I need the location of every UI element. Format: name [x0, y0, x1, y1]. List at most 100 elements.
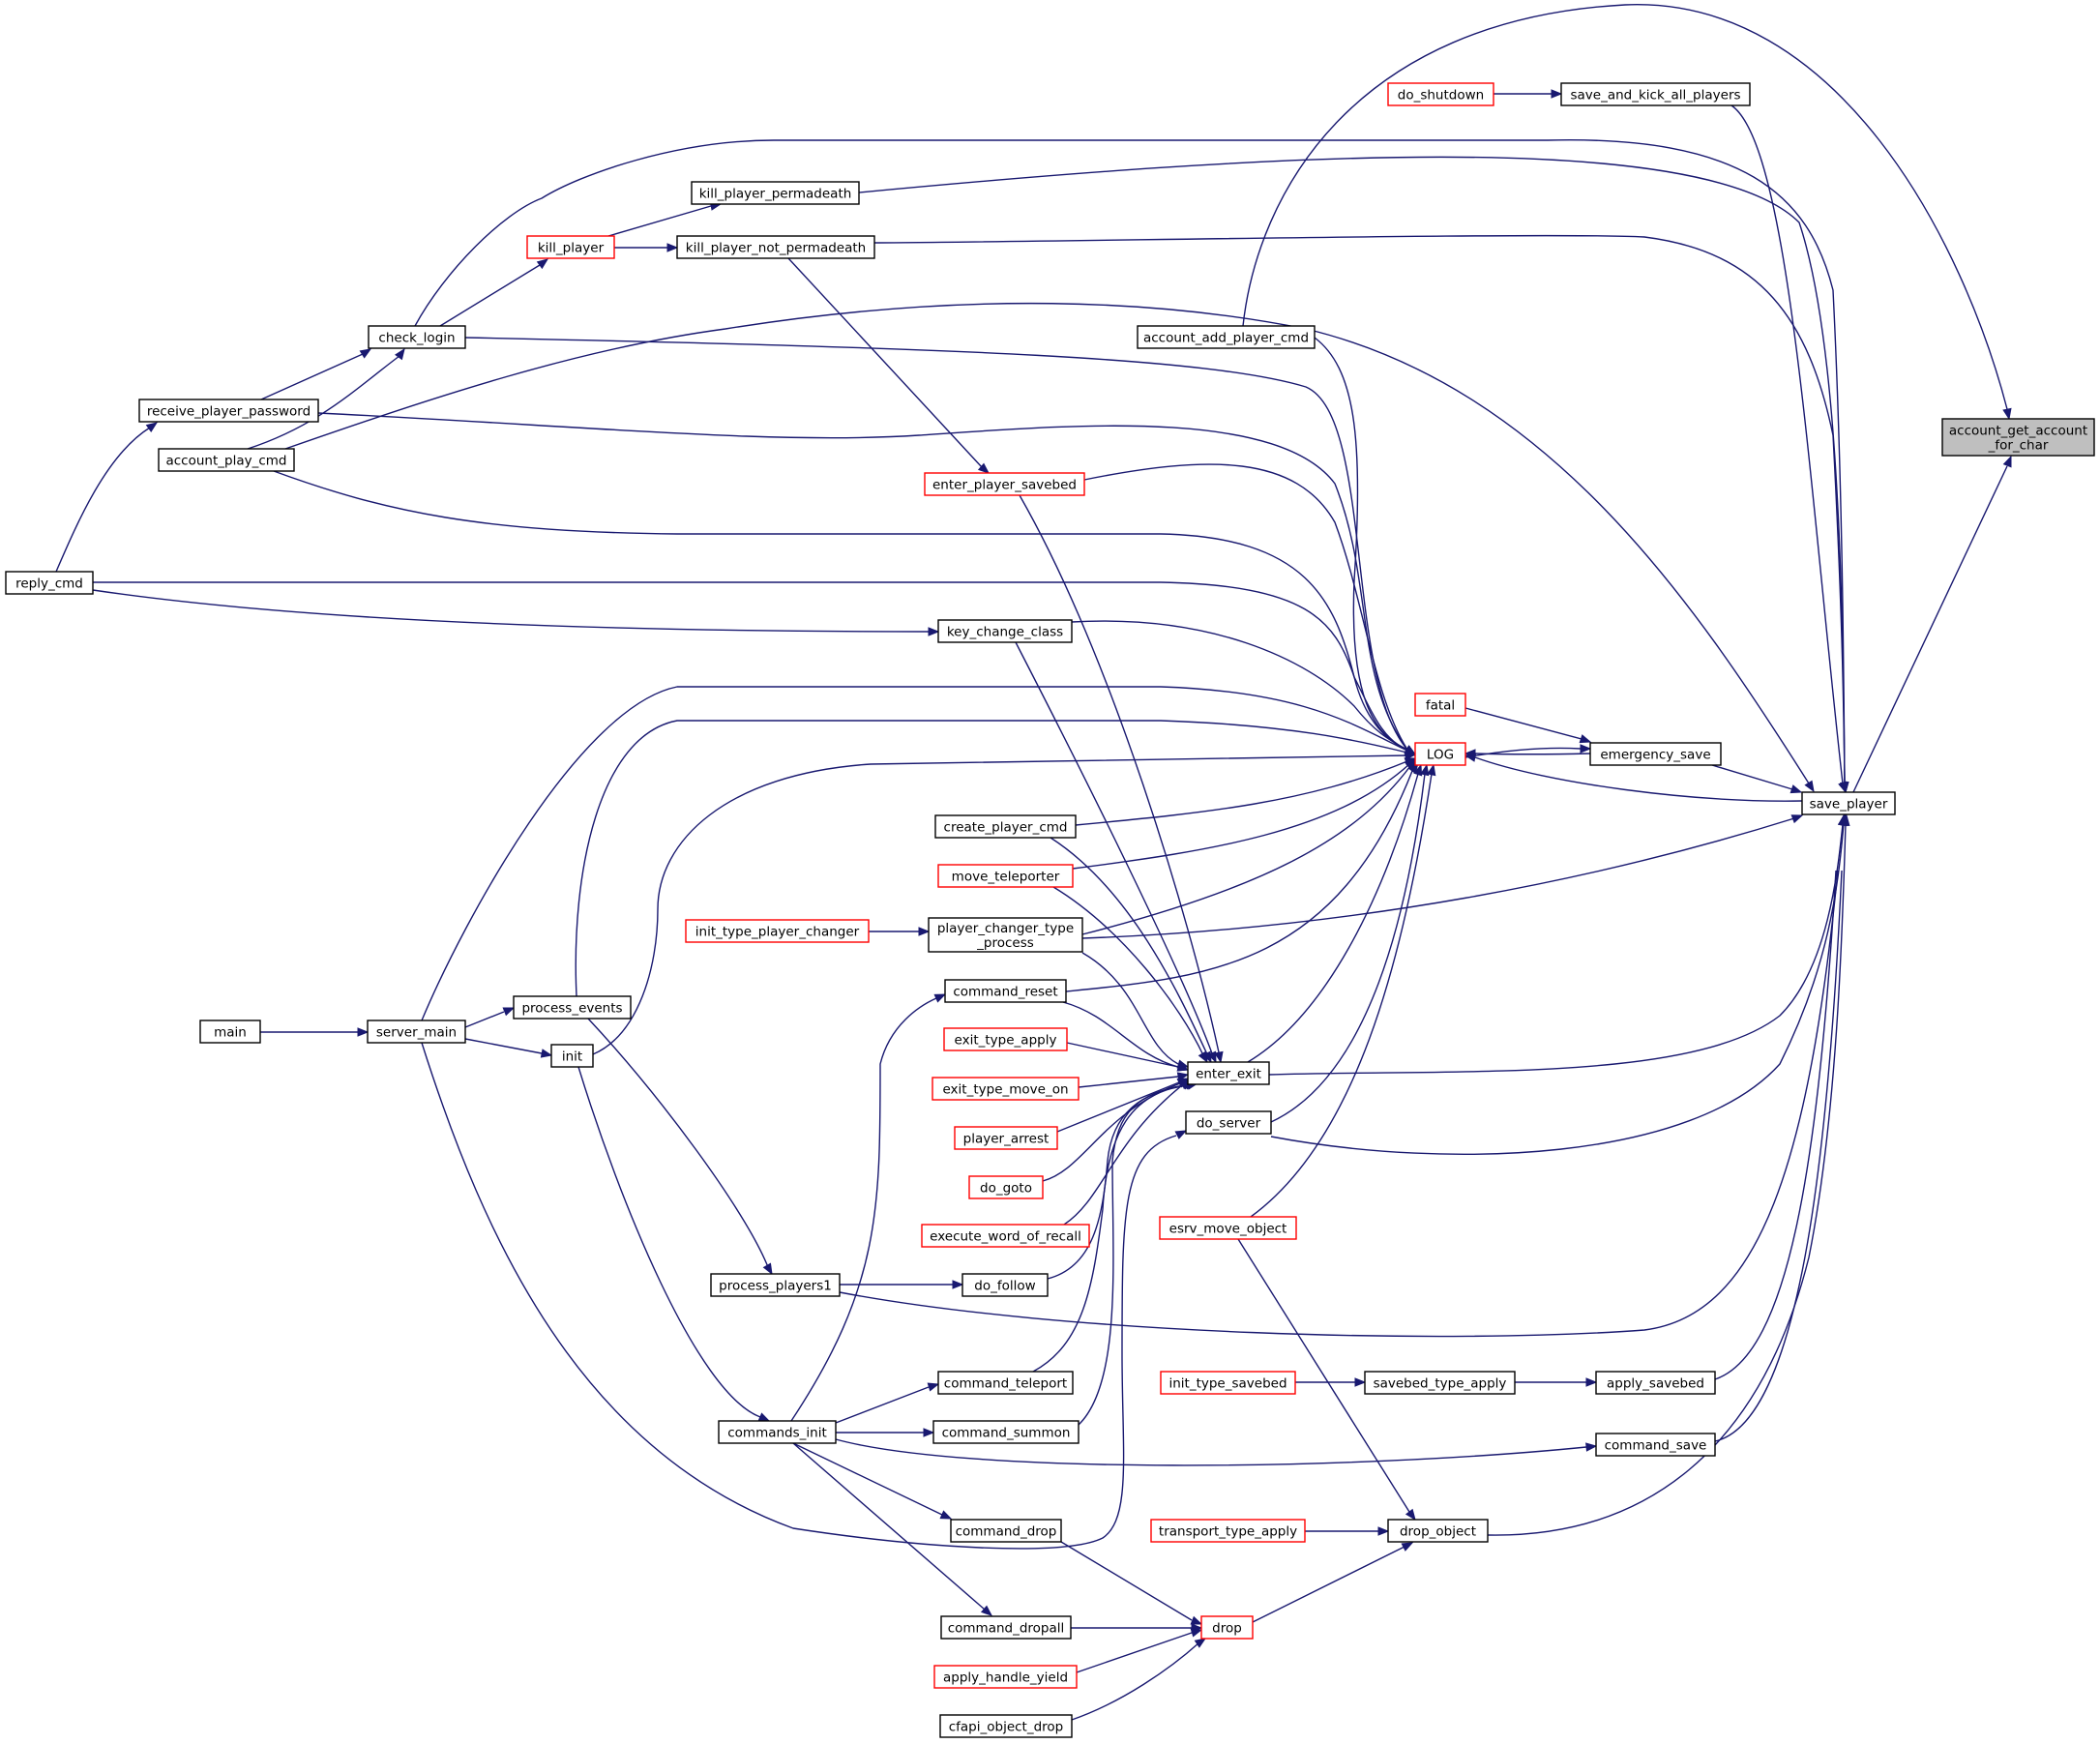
- node-esrv_move_object[interactable]: esrv_move_object: [1159, 1216, 1297, 1240]
- arrowhead-transport_type_apply-to-drop_object: [1377, 1526, 1390, 1536]
- edge-commands_init-to-command_drop: [792, 1442, 943, 1516]
- edge-command_reset-to-LOG: [1065, 770, 1413, 992]
- node-fatal[interactable]: fatal: [1414, 693, 1466, 717]
- arrowhead-kill_player-to-kill_player_not_permadeath: [666, 243, 679, 252]
- node-label: kill_player: [538, 241, 605, 256]
- node-command_save[interactable]: command_save: [1595, 1433, 1716, 1457]
- node-command_reset[interactable]: command_reset: [944, 979, 1067, 1003]
- node-execute_word_of_recall[interactable]: execute_word_of_recall: [921, 1224, 1090, 1248]
- edge-key_change_class-to-enter_exit: [1015, 641, 1213, 1054]
- arrowhead-commands_init-to-command_reset: [933, 993, 947, 1003]
- node-enter_exit[interactable]: enter_exit: [1187, 1061, 1270, 1085]
- edge-enter_player_savebed-to-enter_exit: [1019, 494, 1220, 1053]
- edge-esrv_move_object-to-drop_object: [1237, 1238, 1410, 1513]
- node-box: [1414, 742, 1466, 766]
- node-command_summon[interactable]: command_summon: [932, 1420, 1080, 1444]
- arrowhead-esrv_move_object-to-LOG: [1427, 763, 1436, 777]
- node-init[interactable]: init: [550, 1044, 594, 1068]
- node-player_changer_type_process[interactable]: player_changer_type_process: [928, 917, 1083, 953]
- node-save_and_kick_all_players[interactable]: save_and_kick_all_players: [1560, 82, 1751, 106]
- node-do_shutdown[interactable]: do_shutdown: [1387, 82, 1494, 106]
- node-label: account_get_account: [1949, 424, 2087, 439]
- arrowhead-apply_handle_yield-to-drop: [1190, 1628, 1203, 1638]
- node-kill_player_not_permadeath[interactable]: kill_player_not_permadeath: [676, 235, 875, 259]
- edge-player_changer_type_process-to-save_player: [1081, 817, 1795, 939]
- node-label: kill_player_permadeath: [699, 187, 852, 202]
- node-drop_object[interactable]: drop_object: [1387, 1519, 1489, 1543]
- node-label: command_summon: [942, 1426, 1071, 1441]
- node-account_add_player_cmd[interactable]: account_add_player_cmd: [1137, 325, 1316, 349]
- arrowhead-emergency_save-to-save_player: [1789, 784, 1803, 794]
- node-command_drop[interactable]: command_drop: [950, 1519, 1062, 1543]
- node-main[interactable]: main: [199, 1020, 261, 1044]
- arrowhead-commands_init-to-command_save: [1585, 1442, 1598, 1452]
- node-box: [939, 1714, 1073, 1738]
- arrowhead-account_play_cmd-to-check_login: [395, 347, 405, 361]
- edge-kill_player_not_permadeath-to-save_player: [873, 234, 1846, 784]
- node-label: process_events: [521, 1001, 622, 1017]
- node-enter_player_savebed[interactable]: enter_player_savebed: [924, 472, 1085, 496]
- node-kill_player_permadeath[interactable]: kill_player_permadeath: [691, 181, 860, 205]
- node-label: server_main: [376, 1025, 457, 1041]
- node-reply_cmd[interactable]: reply_cmd: [5, 571, 94, 595]
- edge-process_players1-to-save_player: [839, 870, 1839, 1338]
- node-command_dropall[interactable]: command_dropall: [940, 1615, 1072, 1640]
- node-emergency_save[interactable]: emergency_save: [1589, 742, 1722, 766]
- node-apply_savebed[interactable]: apply_savebed: [1595, 1371, 1716, 1395]
- node-label: process_players1: [719, 1279, 832, 1294]
- node-label: init: [562, 1049, 582, 1065]
- node-account_play_cmd[interactable]: account_play_cmd: [158, 448, 295, 472]
- node-label: kill_player_not_permadeath: [686, 241, 866, 256]
- node-apply_handle_yield[interactable]: apply_handle_yield: [933, 1665, 1078, 1689]
- edge-esrv_move_object-to-LOG: [1250, 773, 1433, 1218]
- edge-cfapi_object_drop-to-drop: [1071, 1641, 1200, 1721]
- node-command_teleport[interactable]: command_teleport: [937, 1371, 1074, 1395]
- edge-apply_savebed-to-save_player: [1714, 870, 1837, 1380]
- node-exit_type_apply[interactable]: exit_type_apply: [943, 1027, 1068, 1051]
- node-label: reply_cmd: [15, 576, 83, 592]
- node-label: player_arrest: [963, 1132, 1050, 1147]
- node-process_events[interactable]: process_events: [513, 995, 632, 1020]
- node-account_get_account_for_char[interactable]: account_get_account_for_char: [1941, 418, 2095, 457]
- node-key_change_class[interactable]: key_change_class: [937, 619, 1073, 643]
- node-label: apply_handle_yield: [943, 1670, 1068, 1686]
- node-server_main[interactable]: server_main: [367, 1020, 466, 1044]
- node-label: save_and_kick_all_players: [1570, 88, 1740, 103]
- node-create_player_cmd[interactable]: create_player_cmd: [934, 814, 1077, 839]
- node-init_type_player_changer[interactable]: init_type_player_changer: [685, 919, 870, 943]
- node-do_server[interactable]: do_server: [1185, 1110, 1272, 1135]
- node-init_type_savebed[interactable]: init_type_savebed: [1160, 1371, 1296, 1395]
- edge-execute_word_of_recall-to-enter_exit: [1063, 1084, 1183, 1226]
- node-label: fatal: [1426, 698, 1455, 714]
- node-do_goto[interactable]: do_goto: [968, 1175, 1044, 1199]
- node-player_arrest[interactable]: player_arrest: [954, 1126, 1058, 1150]
- node-do_follow[interactable]: do_follow: [961, 1273, 1049, 1297]
- node-transport_type_apply[interactable]: transport_type_apply: [1150, 1519, 1306, 1543]
- node-box: [5, 571, 94, 595]
- node-label: command_drop: [956, 1524, 1057, 1540]
- node-receive_player_password[interactable]: receive_player_password: [138, 399, 319, 423]
- node-kill_player[interactable]: kill_player: [526, 235, 615, 259]
- node-label: esrv_move_object: [1169, 1222, 1287, 1237]
- node-move_teleporter[interactable]: move_teleporter: [937, 864, 1074, 888]
- node-check_login[interactable]: check_login: [368, 325, 466, 349]
- node-label: account_play_cmd: [165, 454, 286, 469]
- node-label: do_server: [1197, 1116, 1261, 1132]
- edge-kill_player_permadeath-to-save_player: [858, 156, 1846, 784]
- node-box: [961, 1273, 1049, 1297]
- node-process_players1[interactable]: process_players1: [710, 1273, 841, 1297]
- node-label: execute_word_of_recall: [930, 1229, 1081, 1245]
- arrowhead-receive_player_password-to-check_login: [359, 348, 372, 359]
- edge-reply_cmd-to-LOG: [93, 581, 1408, 751]
- node-label: _process: [976, 935, 1034, 951]
- node-savebed_type_apply[interactable]: savebed_type_apply: [1364, 1371, 1516, 1395]
- edge-command_reset-to-enter_exit: [1062, 1001, 1179, 1068]
- node-commands_init[interactable]: commands_init: [718, 1420, 837, 1444]
- edge-account_add_player_cmd-to-LOG: [1314, 337, 1408, 751]
- node-cfapi_object_drop[interactable]: cfapi_object_drop: [939, 1714, 1073, 1738]
- node-LOG[interactable]: LOG: [1414, 742, 1466, 766]
- node-box: [940, 1615, 1072, 1640]
- node-exit_type_move_on[interactable]: exit_type_move_on: [932, 1077, 1080, 1101]
- node-save_player[interactable]: save_player: [1801, 791, 1896, 815]
- node-drop[interactable]: drop: [1200, 1615, 1254, 1640]
